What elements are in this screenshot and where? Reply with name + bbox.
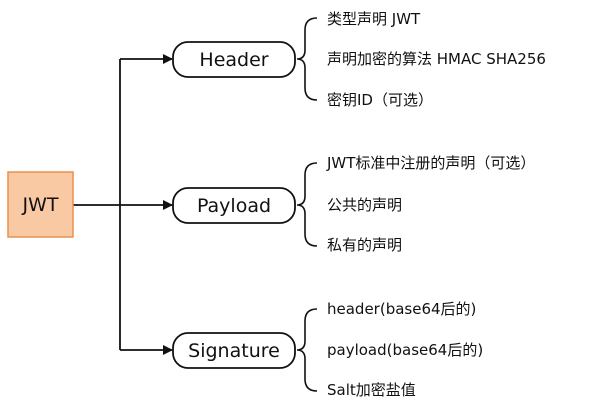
branch-node-label: Header — [199, 49, 268, 71]
leaf-item: 类型声明 JWT — [327, 10, 421, 28]
branch-node-header: Header — [172, 41, 296, 78]
root-node-label: JWT — [22, 194, 59, 216]
branch-node-signature: Signature — [172, 332, 296, 369]
branch-node-label: Signature — [188, 340, 280, 362]
connector-group — [73, 54, 173, 355]
leaf-item: payload(base64后的) — [327, 341, 483, 359]
brace-signature — [296, 308, 318, 392]
leaf-item: header(base64后的) — [327, 300, 476, 318]
leaf-item: Salt加密盐值 — [327, 381, 416, 399]
leaf-group-header: 类型声明 JWT 声明加密的算法 HMAC SHA256 密钥ID（可选） — [327, 10, 546, 109]
leaf-group-signature: header(base64后的) payload(base64后的) Salt加… — [327, 300, 483, 399]
branch-node-box — [172, 332, 296, 369]
brace-header — [296, 17, 318, 101]
leaf-item: 声明加密的算法 HMAC SHA256 — [327, 50, 546, 68]
branch-node-payload: Payload — [172, 187, 296, 224]
branch-node-label: Payload — [197, 195, 271, 217]
branch-node-box — [172, 187, 296, 224]
brace-payload — [296, 162, 318, 247]
leaf-item: 私有的声明 — [327, 236, 402, 254]
root-node: JWT — [7, 171, 74, 238]
root-node-box — [7, 171, 74, 238]
branch-node-box — [172, 41, 296, 78]
leaf-item: 密钥ID（可选） — [327, 91, 433, 109]
leaf-item: JWT标准中注册的声明（可选） — [326, 154, 535, 172]
leaf-item: 公共的声明 — [327, 196, 402, 214]
leaf-group-payload: JWT标准中注册的声明（可选） 公共的声明 私有的声明 — [326, 154, 535, 254]
